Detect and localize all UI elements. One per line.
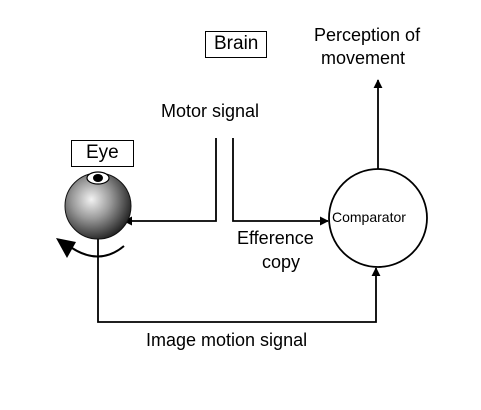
motor-signal-label: Motor signal (161, 101, 260, 121)
efference-label-line1: Efference (237, 228, 314, 248)
image-motion-label: Image motion signal (146, 330, 308, 350)
perception-label-line1: Perception of (314, 25, 421, 45)
brain-label: Brain (205, 31, 268, 58)
efference-label-line2: copy (262, 252, 301, 272)
perception-label-line2: movement (321, 48, 406, 68)
eyeball-icon (64, 171, 132, 240)
comparator-label: Comparator (332, 209, 406, 225)
eye-label: Eye (71, 140, 134, 167)
image-motion-line (97, 238, 381, 323)
efference-copy-line (232, 138, 329, 226)
rotation-arrow-icon (56, 238, 125, 258)
motor-signal-line (123, 138, 217, 226)
